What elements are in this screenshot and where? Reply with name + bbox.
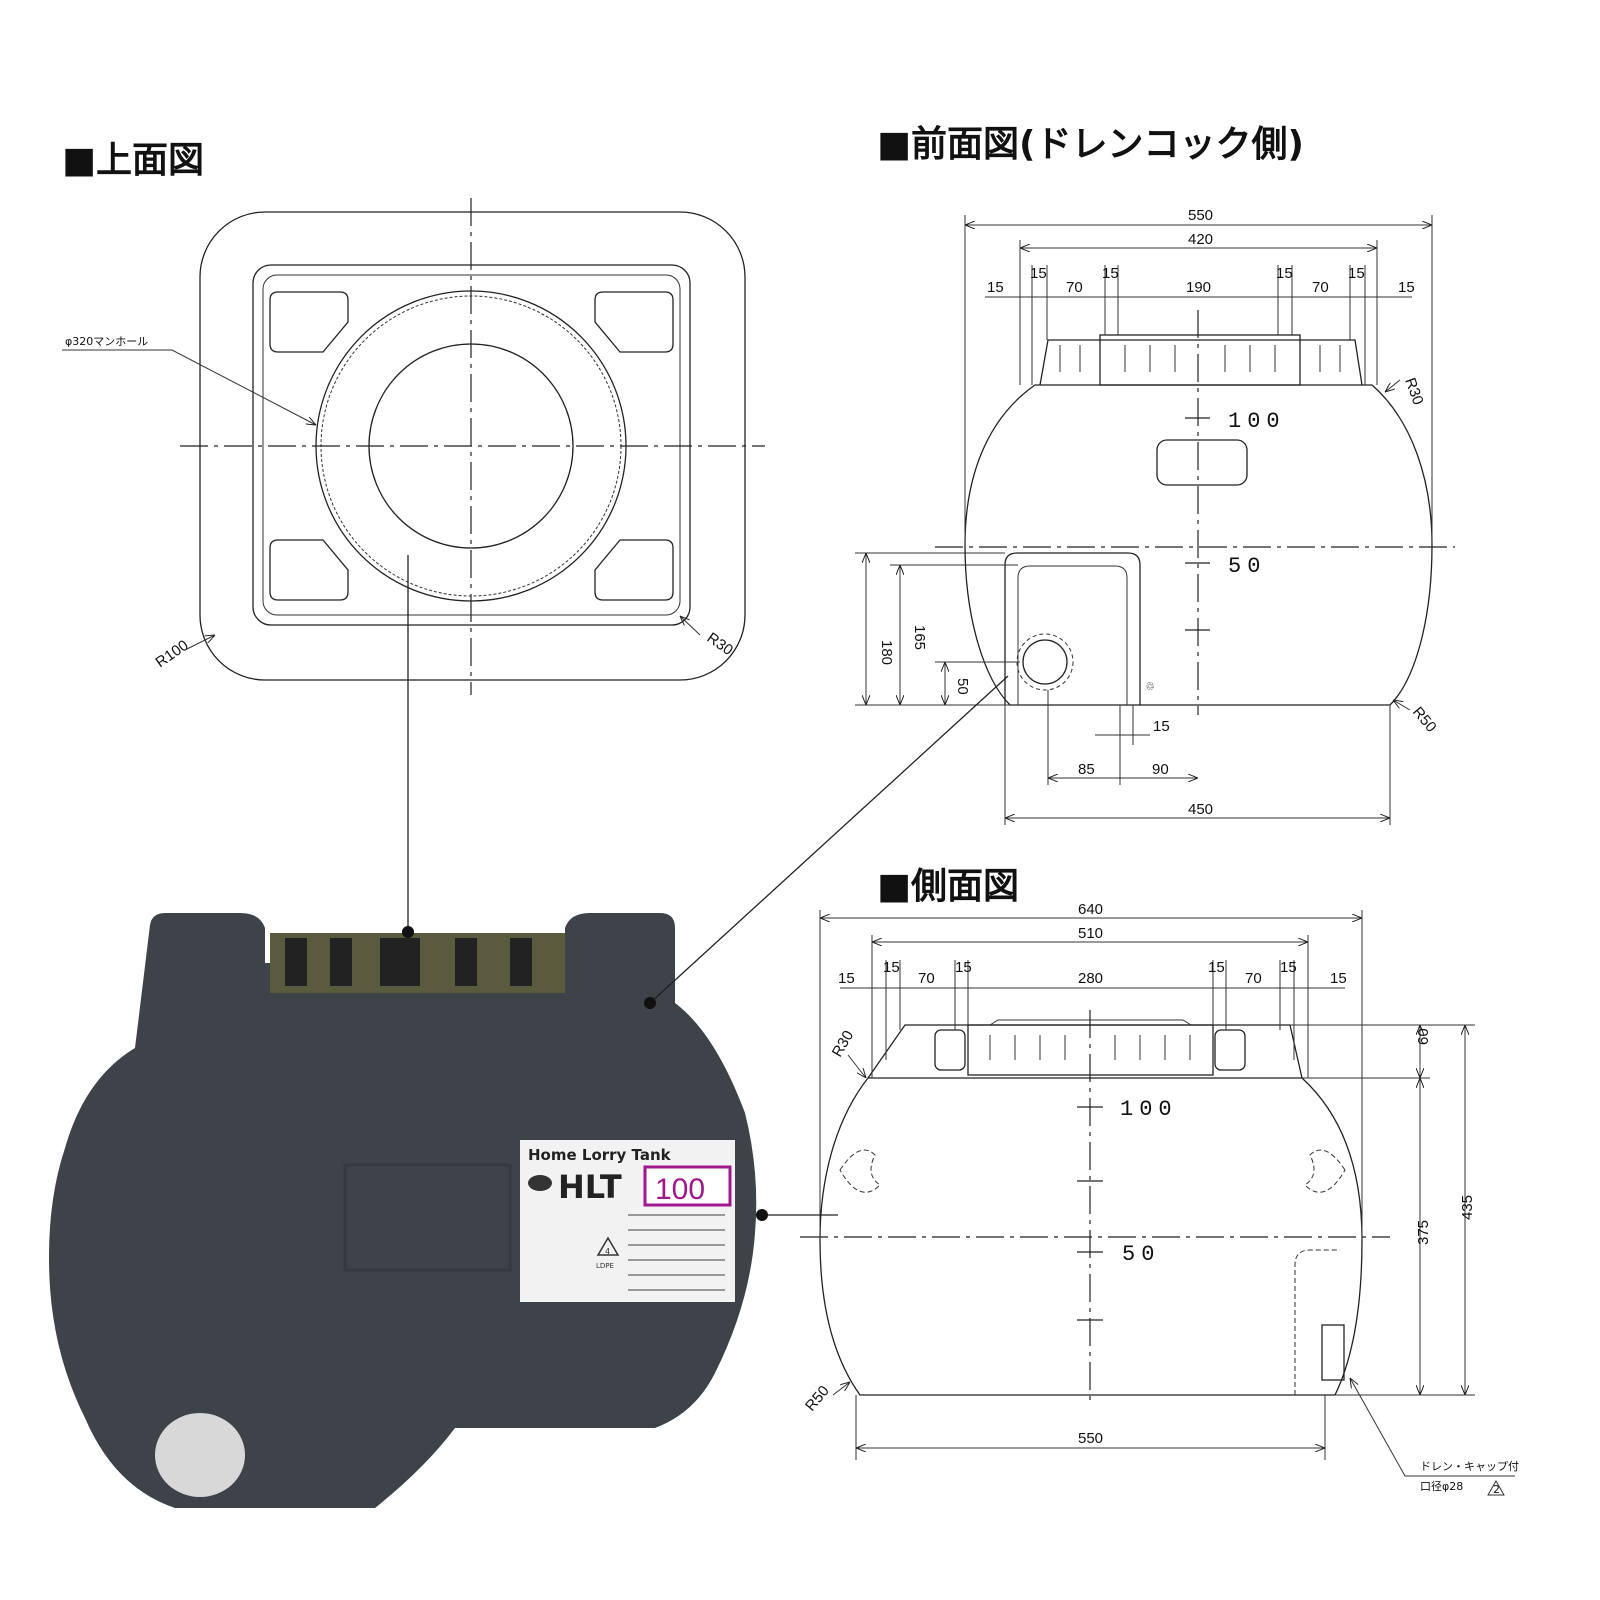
recycle-number: 4 xyxy=(605,1247,610,1256)
dim-435: 435 xyxy=(1459,1195,1476,1220)
dim-70: 70 xyxy=(918,970,935,987)
brand-logo xyxy=(528,1175,552,1191)
radius-r30: R30 xyxy=(829,1028,857,1060)
level-mark-50: 50 xyxy=(1122,1242,1160,1267)
drain-diameter-note: 口径φ28 xyxy=(1420,1480,1463,1493)
dim-640: 640 xyxy=(1078,901,1103,918)
dim-15: 15 xyxy=(1153,718,1170,735)
recycle-icon xyxy=(596,1236,620,1256)
dim-15: 15 xyxy=(1276,265,1293,282)
dim-15: 15 xyxy=(955,959,972,976)
drain-cap xyxy=(155,1413,245,1497)
top-view: φ320マンホール R100 R30 xyxy=(62,198,765,695)
dim-85: 85 xyxy=(1078,761,1095,778)
level-mark-50: 50 xyxy=(1228,554,1266,579)
dim-165: 165 xyxy=(911,625,928,650)
dim-15: 15 xyxy=(1102,265,1119,282)
dim-450: 450 xyxy=(1188,801,1213,818)
dim-420: 420 xyxy=(1188,231,1213,248)
radius-r30: R30 xyxy=(1401,376,1426,408)
dim-15: 15 xyxy=(987,279,1004,296)
title-top-view: ■上面図 xyxy=(62,140,204,181)
product-label xyxy=(520,1140,735,1302)
label-capacity: 100 xyxy=(655,1173,705,1206)
dim-50: 50 xyxy=(954,678,971,695)
radius-r50: R50 xyxy=(1409,704,1440,736)
dim-60: 60 xyxy=(1415,1028,1432,1045)
dim-70: 70 xyxy=(1312,279,1329,296)
dim-15: 15 xyxy=(1330,970,1347,987)
dim-15: 15 xyxy=(838,970,855,987)
title-side-view: ■側面図 xyxy=(877,866,1019,907)
dim-90: 90 xyxy=(1152,761,1169,778)
dim-180: 180 xyxy=(878,640,895,665)
front-view: 100 50 ♲ 550 420 15 15 70 15 190 15 70 1… xyxy=(855,207,1455,825)
side-view: 100 50 640 510 15 15 70 15 280 15 70 15 … xyxy=(800,901,1519,1496)
radius-r50: R50 xyxy=(802,1383,833,1415)
revision-triangle-icon xyxy=(1487,1479,1505,1496)
radius-r100: R100 xyxy=(153,637,192,671)
level-mark-100: 100 xyxy=(1228,409,1286,434)
dim-15: 15 xyxy=(1208,959,1225,976)
dim-190: 190 xyxy=(1186,279,1211,296)
dim-70: 70 xyxy=(1066,279,1083,296)
recycle-mark: ♲ xyxy=(1145,680,1155,693)
manhole-label: φ320マンホール xyxy=(65,335,148,348)
revision-number: 2 xyxy=(1493,1483,1500,1496)
dim-550: 550 xyxy=(1078,1430,1103,1447)
dim-15: 15 xyxy=(1398,279,1415,296)
dim-70: 70 xyxy=(1245,970,1262,987)
tank-photo: Home Lorry Tank HLT 100 4 LDPE xyxy=(49,913,757,1508)
leader-lines xyxy=(402,555,1009,1221)
dim-280: 280 xyxy=(1078,970,1103,987)
label-title: Home Lorry Tank xyxy=(528,1146,672,1164)
dim-510: 510 xyxy=(1078,925,1103,942)
dim-15: 15 xyxy=(1348,265,1365,282)
recycle-text: LDPE xyxy=(596,1262,614,1270)
level-mark-100: 100 xyxy=(1120,1097,1178,1122)
dim-15: 15 xyxy=(1030,265,1047,282)
dim-550: 550 xyxy=(1188,207,1213,224)
drain-cap-note: ドレン・キャップ付 xyxy=(1420,1460,1519,1473)
dim-375: 375 xyxy=(1415,1220,1432,1245)
title-front-view: ■前面図(ドレンコック側) xyxy=(877,124,1304,165)
label-brand: HLT xyxy=(558,1168,622,1206)
dim-15: 15 xyxy=(883,959,900,976)
dim-15: 15 xyxy=(1280,959,1297,976)
